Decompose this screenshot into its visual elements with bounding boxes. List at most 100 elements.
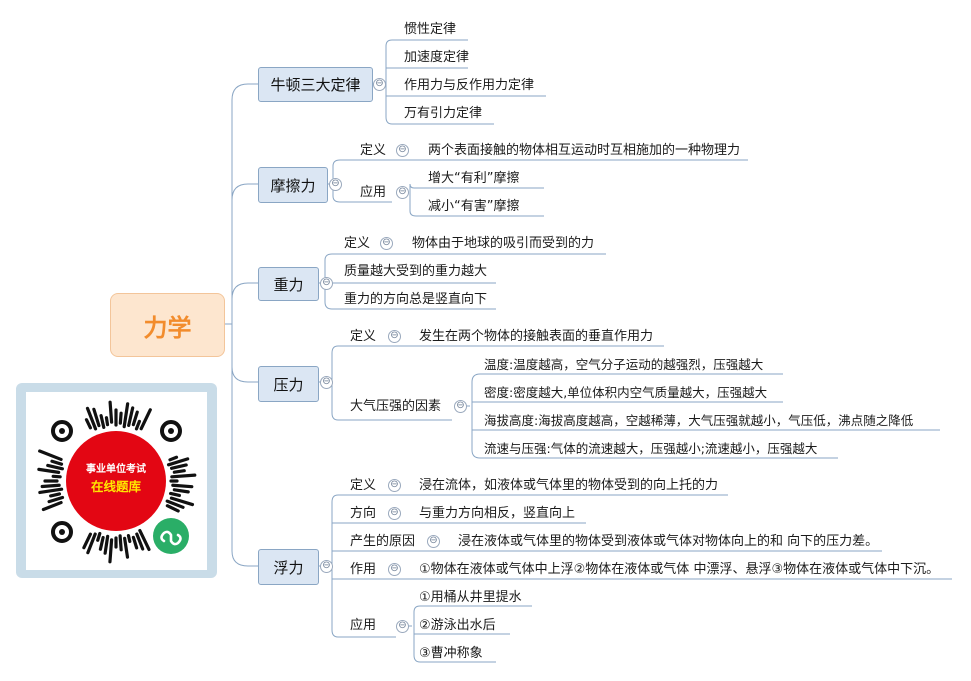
root-label: 力学	[143, 313, 192, 342]
qr-dash	[86, 532, 97, 555]
buoyancy-dir-label: 方向	[350, 506, 377, 521]
qr-dash	[134, 419, 141, 431]
qr-dash	[168, 455, 179, 462]
qr-dash	[171, 483, 194, 489]
friction-app-label: 应用	[360, 185, 387, 200]
collapse-icon[interactable]: ⊖	[373, 78, 386, 91]
qr-dash	[165, 504, 180, 513]
node-buoyancy-label: 浮力	[273, 558, 304, 577]
collapse-icon[interactable]: ⊖	[320, 277, 333, 290]
node-pressure-label: 压力	[273, 375, 304, 394]
friction-def-label: 定义	[360, 143, 387, 158]
qr-dash	[135, 532, 145, 551]
collapse-icon[interactable]: ⊖	[388, 330, 401, 343]
qr-dash	[84, 418, 93, 430]
buoyancy-cause-text: 浸在液体或气体里的物体受到液体或气体对物体向上的和 向下的压力差。	[458, 534, 879, 549]
collapse-icon[interactable]: ⊖	[320, 376, 333, 389]
node-newton[interactable]: 牛顿三大定律	[258, 67, 373, 102]
qr-line2: 在线题库	[91, 479, 142, 494]
buoyancy-app-item-2: ②游泳出水后	[419, 618, 496, 633]
collapse-icon[interactable]: ⊖	[320, 560, 333, 573]
pressure-factor-label: 大气压强的因素	[350, 399, 442, 414]
collapse-icon[interactable]: ⊖	[388, 507, 401, 520]
qr-dash	[49, 492, 62, 498]
qr-dash	[104, 416, 110, 427]
wechat-miniprogram-icon	[160, 530, 182, 546]
qr-dash	[108, 538, 114, 564]
qr-dash	[131, 535, 139, 550]
qr-dash	[170, 473, 197, 479]
buoyancy-effect-text: ①物体在液体或气体中上浮②物体在液体或气体 中漂浮、悬浮③物体在液体或气体中下沉…	[419, 562, 940, 577]
node-gravity[interactable]: 重力	[258, 267, 319, 301]
pressure-def-label: 定义	[350, 329, 377, 344]
gravity-def-text: 物体由于地球的吸引而受到的力	[412, 236, 595, 251]
qr-dash	[126, 533, 132, 544]
qr-line1: 事业单位考试	[86, 462, 146, 475]
qr-dash	[98, 535, 105, 551]
qr-dash	[169, 496, 195, 507]
qr-dash	[122, 402, 130, 429]
collapse-icon[interactable]: ⊖	[396, 186, 409, 199]
qr-dash	[131, 410, 139, 427]
qr-dash	[139, 408, 152, 431]
node-friction-label: 摩擦力	[270, 176, 316, 195]
node-newton-label: 牛顿三大定律	[270, 76, 361, 94]
node-pressure[interactable]: 压力	[258, 366, 319, 402]
buoyancy-effect-label: 作用	[350, 562, 377, 577]
qr-dash	[51, 474, 62, 479]
qr-dash	[168, 491, 181, 498]
collapse-icon[interactable]: ⊖	[380, 237, 393, 250]
friction-app-item-1: 增大“有利”摩擦	[428, 171, 520, 186]
qr-pattern: 事业单位考试 在线题库	[37, 400, 197, 564]
node-buoyancy[interactable]: 浮力	[258, 549, 319, 585]
buoyancy-cause-label: 产生的原因	[350, 534, 416, 549]
qr-dash	[103, 534, 110, 555]
qr-dash	[123, 536, 130, 559]
pressure-def-text: 发生在两个物体的接触表面的垂直作用力	[419, 329, 654, 344]
buoyancy-def-label: 定义	[350, 478, 377, 493]
qr-dash	[138, 528, 151, 552]
gravity-item-1: 质量越大受到的重力越大	[344, 264, 488, 279]
node-gravity-label: 重力	[273, 275, 304, 294]
collapse-icon[interactable]: ⊖	[454, 400, 467, 413]
collapse-icon[interactable]: ⊖	[388, 479, 401, 492]
qr-dash	[40, 483, 61, 489]
qr-dash	[99, 414, 106, 429]
pressure-factor-1: 温度:温度越高，空气分子运动的越强烈，压强越大	[484, 357, 764, 372]
qr-dash	[85, 406, 98, 431]
qr-dash	[37, 467, 61, 474]
buoyancy-app-label: 应用	[350, 618, 377, 633]
gravity-item-2: 重力的方向总是竖直向下	[344, 292, 488, 307]
buoyancy-dir-text: 与重力方向相反，竖直向上	[419, 506, 576, 521]
node-friction[interactable]: 摩擦力	[258, 167, 328, 203]
qr-dash	[92, 407, 101, 428]
qr-dash	[172, 488, 190, 494]
collapse-icon[interactable]: ⊖	[396, 144, 409, 157]
friction-app-item-2: 减小“有害”摩擦	[428, 199, 520, 214]
friction-def-text: 两个表面接触的物体相互运动时互相施加的一种物理力	[428, 143, 741, 158]
qr-dash	[41, 500, 63, 512]
pressure-factor-2: 密度:密度越大,单位体积内空气质量越大，压强越大	[484, 385, 768, 400]
newton-item-2: 加速度定律	[404, 50, 470, 65]
newton-item-3: 作用力与反作用力定律	[404, 78, 535, 93]
collapse-icon[interactable]: ⊖	[396, 620, 409, 633]
qr-dash	[96, 531, 102, 542]
qr-dash	[82, 532, 93, 550]
buoyancy-app-item-3: ③曹冲称象	[419, 646, 483, 661]
collapse-icon[interactable]: ⊖	[427, 535, 440, 548]
qr-dash	[127, 406, 135, 428]
collapse-icon[interactable]: ⊖	[329, 178, 342, 191]
qr-dash	[46, 463, 64, 471]
collapse-icon[interactable]: ⊖	[388, 563, 401, 576]
qr-dash	[108, 400, 114, 424]
pressure-factor-4: 流速与压强:气体的流速越大，压强越小;流速越小，压强越大	[484, 441, 818, 456]
qr-dash	[166, 457, 190, 467]
newton-item-1: 惯性定律	[404, 22, 457, 37]
qr-dash	[47, 495, 65, 504]
qr-dash	[38, 487, 64, 495]
newton-item-4: 万有引力定律	[404, 106, 483, 121]
root-node[interactable]: 力学	[110, 293, 225, 357]
qr-dash	[118, 534, 123, 552]
qr-code[interactable]: 事业单位考试 在线题库	[26, 392, 207, 570]
